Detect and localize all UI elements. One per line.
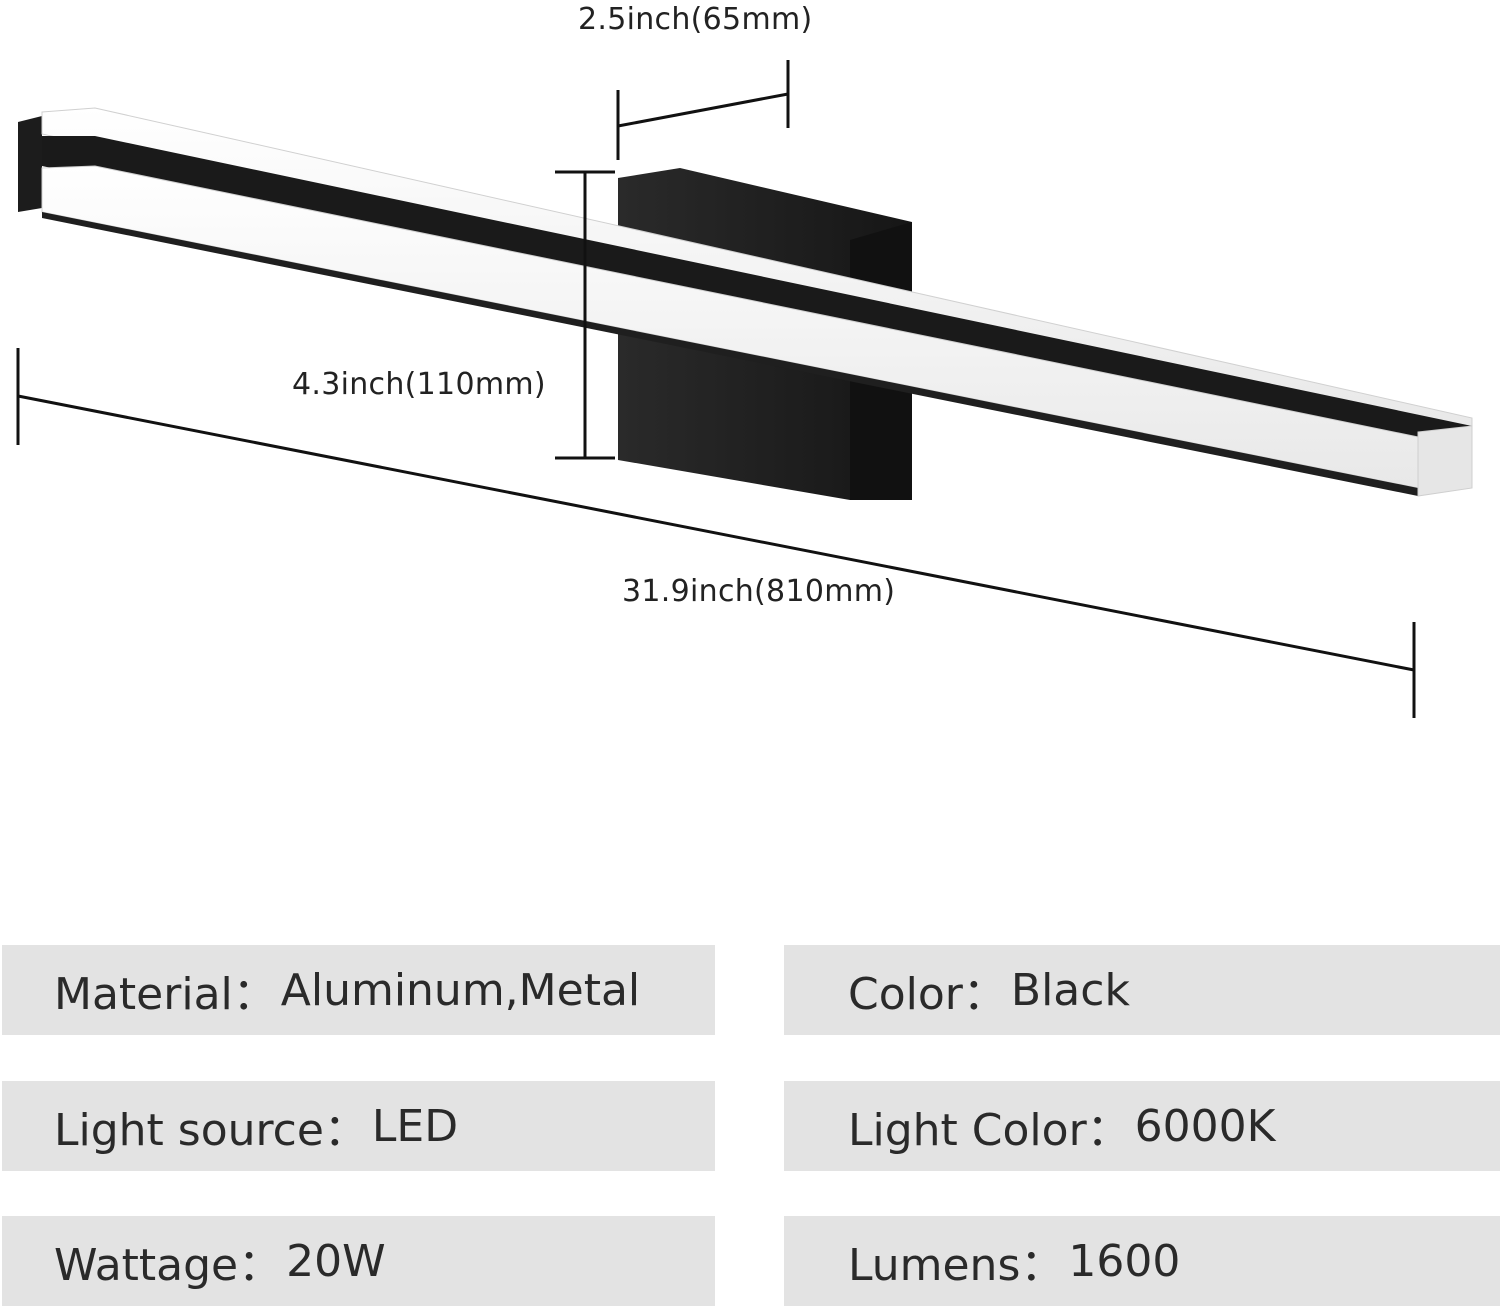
product-dimension-figure — [16, 60, 1473, 718]
light-bar — [18, 107, 1473, 497]
spec-color: Color Black — [784, 945, 1500, 1035]
depth-label: 2.5inch(65mm) — [578, 2, 813, 37]
spec-value: 20W — [286, 1235, 386, 1287]
spec-label: Wattage — [54, 1229, 282, 1293]
spec-wattage: Wattage 20W — [2, 1216, 715, 1306]
length-dimension-line — [16, 348, 1416, 718]
spec-light-source: Light source LED — [2, 1081, 715, 1171]
spec-value: Black — [1010, 964, 1130, 1016]
spec-label: Light Color — [848, 1094, 1131, 1158]
spec-label: Lumens — [848, 1229, 1064, 1293]
height-dimension-line — [555, 170, 615, 460]
spec-value: 6000K — [1134, 1100, 1276, 1152]
length-label: 31.9inch(810mm) — [622, 574, 896, 609]
spec-label: Material — [54, 958, 277, 1022]
spec-lumens: Lumens 1600 — [784, 1216, 1500, 1306]
height-label: 4.3inch(110mm) — [292, 367, 546, 402]
spec-label: Light source — [54, 1094, 368, 1158]
spec-light-color: Light Color 6000K — [784, 1081, 1500, 1171]
depth-dimension-line — [616, 60, 790, 160]
spec-value: Aluminum,Metal — [280, 964, 641, 1016]
spec-label: Color — [848, 958, 1007, 1022]
spec-value: LED — [371, 1100, 459, 1152]
spec-material: Material Aluminum,Metal — [2, 945, 715, 1035]
spec-value: 1600 — [1068, 1235, 1181, 1287]
